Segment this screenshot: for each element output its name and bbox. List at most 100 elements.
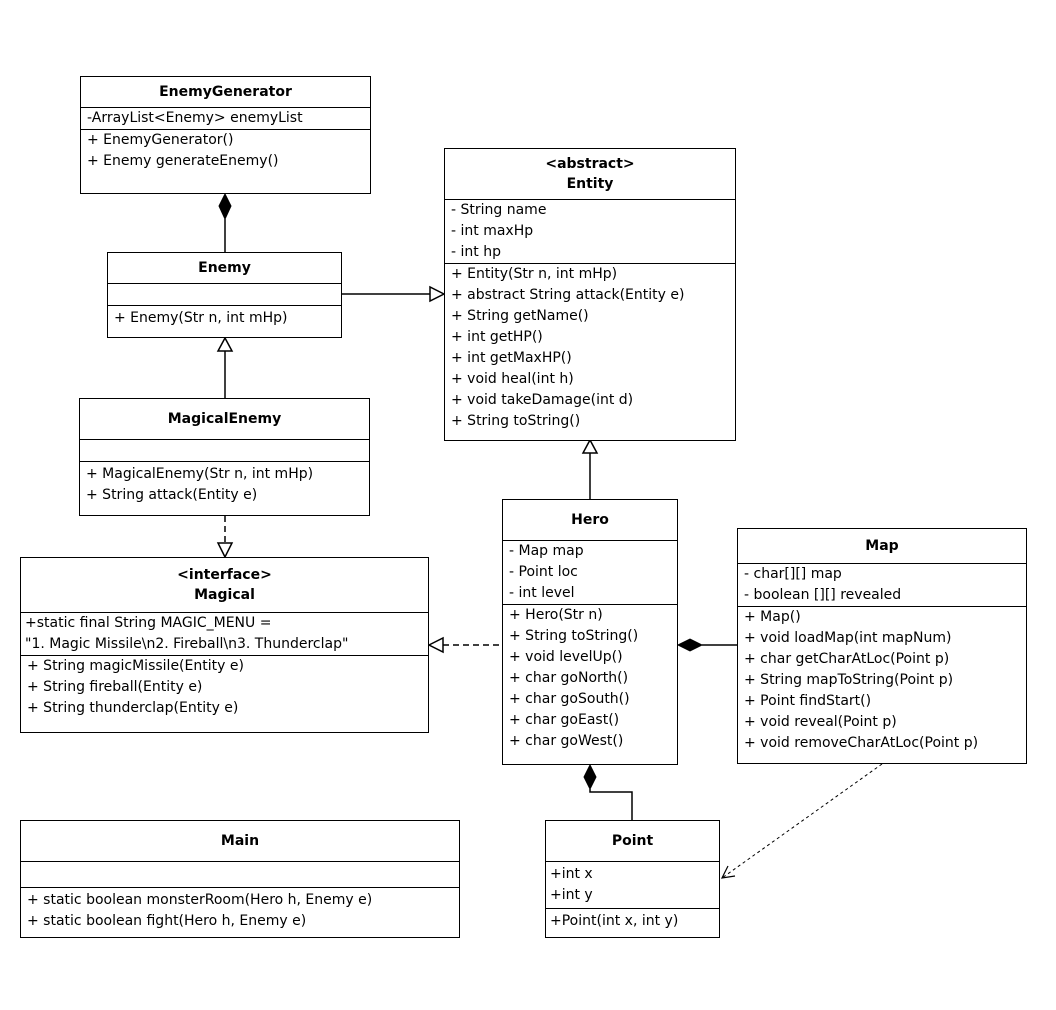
method: + String fireball(Entity e) bbox=[27, 679, 203, 695]
inheritance-arrow-entity-left bbox=[429, 285, 446, 303]
method: + Entity(Str n, int mHp) bbox=[451, 266, 618, 282]
composition-diamond-hero-right bbox=[676, 638, 704, 652]
method: + String attack(Entity e) bbox=[86, 487, 258, 503]
class-map-attributes: - char[][] map - boolean [][] revealed bbox=[738, 564, 1026, 607]
method: + char goSouth() bbox=[509, 691, 630, 707]
method: + char goNorth() bbox=[509, 670, 629, 686]
class-hero-header: Hero bbox=[503, 500, 677, 541]
composition-diamond-enemygenerator bbox=[218, 192, 232, 221]
method: + Enemy generateEnemy() bbox=[87, 153, 279, 169]
class-map: Map - char[][] map - boolean [][] reveal… bbox=[737, 528, 1027, 764]
attribute: +int y bbox=[550, 887, 593, 903]
method: + Point findStart() bbox=[744, 693, 872, 709]
attribute: - boolean [][] revealed bbox=[744, 587, 902, 603]
attribute: +static final String MAGIC_MENU = bbox=[25, 615, 272, 631]
class-hero-attributes: - Map map - Point loc - int level bbox=[503, 541, 677, 605]
method: + void levelUp() bbox=[509, 649, 623, 665]
class-magicalenemy-header: MagicalEnemy bbox=[80, 399, 369, 440]
class-enemy-methods: + Enemy(Str n, int mHp) bbox=[108, 306, 341, 331]
class-main: Main + static boolean monsterRoom(Hero h… bbox=[20, 820, 460, 938]
method: + int getHP() bbox=[451, 329, 543, 345]
attribute: - int hp bbox=[451, 244, 501, 260]
method: + Map() bbox=[744, 609, 801, 625]
class-main-header: Main bbox=[21, 821, 459, 862]
class-magicalenemy-attributes bbox=[80, 440, 369, 462]
class-enemygenerator-attributes: -ArrayList<Enemy> enemyList bbox=[81, 108, 370, 130]
inheritance-arrow-enemy bbox=[216, 336, 234, 352]
class-map-methods: + Map() + void loadMap(int mapNum) + cha… bbox=[738, 607, 1026, 754]
method: + abstract String attack(Entity e) bbox=[451, 287, 685, 303]
method: + String thunderclap(Entity e) bbox=[27, 700, 239, 716]
class-magicalenemy-name: MagicalEnemy bbox=[167, 411, 282, 427]
method: + char goEast() bbox=[509, 712, 620, 728]
class-enemygenerator-methods: + EnemyGenerator() + Enemy generateEnemy… bbox=[81, 130, 370, 172]
class-main-name: Main bbox=[220, 833, 260, 849]
attribute: - Map map bbox=[509, 543, 584, 559]
class-magical-methods: + String magicMissile(Entity e) + String… bbox=[21, 656, 428, 719]
method: + char getCharAtLoc(Point p) bbox=[744, 651, 950, 667]
class-main-methods: + static boolean monsterRoom(Hero h, Ene… bbox=[21, 888, 459, 934]
class-enemy-header: Enemy bbox=[108, 253, 341, 284]
attribute: +int x bbox=[550, 866, 593, 882]
inheritance-arrow-entity-bottom bbox=[581, 438, 599, 454]
attribute: - Point loc bbox=[509, 564, 578, 580]
class-enemy-name: Enemy bbox=[198, 260, 251, 276]
method: + String magicMissile(Entity e) bbox=[27, 658, 244, 674]
class-entity-stereotype: <abstract> bbox=[545, 156, 635, 172]
attribute: "1. Magic Missile\n2. Fireball\n3. Thund… bbox=[25, 636, 349, 652]
class-hero: Hero - Map map - Point loc - int level +… bbox=[502, 499, 678, 765]
attribute: - char[][] map bbox=[744, 566, 842, 582]
method: + EnemyGenerator() bbox=[87, 132, 234, 148]
class-magical-attributes: +static final String MAGIC_MENU = "1. Ma… bbox=[21, 613, 428, 656]
method: + void reveal(Point p) bbox=[744, 714, 897, 730]
method: + Hero(Str n) bbox=[509, 607, 603, 623]
method: + void takeDamage(int d) bbox=[451, 392, 634, 408]
class-hero-methods: + Hero(Str n) + String toString() + void… bbox=[503, 605, 677, 752]
dependency-arrow-point bbox=[720, 865, 736, 879]
class-main-attributes bbox=[21, 862, 459, 888]
realization-arrow-magical-right bbox=[427, 636, 444, 654]
method: + MagicalEnemy(Str n, int mHp) bbox=[86, 466, 314, 482]
method: + String getName() bbox=[451, 308, 589, 324]
method: + static boolean monsterRoom(Hero h, Ene… bbox=[27, 892, 373, 908]
class-entity-attributes: - String name - int maxHp - int hp bbox=[445, 200, 735, 264]
method: + int getMaxHP() bbox=[451, 350, 572, 366]
class-enemygenerator-name: EnemyGenerator bbox=[159, 84, 292, 100]
method: + void loadMap(int mapNum) bbox=[744, 630, 952, 646]
class-point-name: Point bbox=[611, 833, 654, 849]
method: + String toString() bbox=[451, 413, 581, 429]
class-magicalenemy-methods: + MagicalEnemy(Str n, int mHp) + String … bbox=[80, 462, 369, 508]
attribute: - int maxHp bbox=[451, 223, 534, 239]
class-point-methods: +Point(int x, int y) bbox=[546, 909, 719, 934]
class-enemy: Enemy + Enemy(Str n, int mHp) bbox=[107, 252, 342, 338]
method: + String mapToString(Point p) bbox=[744, 672, 954, 688]
class-enemy-attributes bbox=[108, 284, 341, 306]
class-entity: <abstract> Entity - String name - int ma… bbox=[444, 148, 736, 441]
dependency-line-map-point bbox=[721, 763, 883, 879]
method: + Enemy(Str n, int mHp) bbox=[114, 310, 288, 326]
class-magical: <interface> Magical +static final String… bbox=[20, 557, 429, 733]
class-map-name: Map bbox=[865, 538, 899, 554]
class-entity-methods: + Entity(Str n, int mHp) + abstract Stri… bbox=[445, 264, 735, 432]
attribute: - String name bbox=[451, 202, 547, 218]
class-map-header: Map bbox=[738, 529, 1026, 564]
class-magical-stereotype: <interface> bbox=[177, 567, 272, 583]
class-entity-name: Entity bbox=[566, 176, 614, 192]
class-enemygenerator-header: EnemyGenerator bbox=[81, 77, 370, 108]
method: + char goWest() bbox=[509, 733, 624, 749]
class-magicalenemy: MagicalEnemy + MagicalEnemy(Str n, int m… bbox=[79, 398, 370, 516]
class-hero-name: Hero bbox=[571, 512, 609, 528]
method: + void heal(int h) bbox=[451, 371, 574, 387]
class-point-attributes: +int x +int y bbox=[546, 862, 719, 909]
class-enemygenerator: EnemyGenerator -ArrayList<Enemy> enemyLi… bbox=[80, 76, 371, 194]
attribute: -ArrayList<Enemy> enemyList bbox=[87, 110, 303, 126]
class-entity-header: <abstract> Entity bbox=[445, 149, 735, 200]
class-point-header: Point bbox=[546, 821, 719, 862]
realization-arrow-magical-top bbox=[216, 542, 234, 559]
class-point: Point +int x +int y +Point(int x, int y) bbox=[545, 820, 720, 938]
method: + void removeCharAtLoc(Point p) bbox=[744, 735, 979, 751]
method: +Point(int x, int y) bbox=[550, 913, 679, 929]
class-magical-header: <interface> Magical bbox=[21, 558, 428, 613]
method: + String toString() bbox=[509, 628, 639, 644]
